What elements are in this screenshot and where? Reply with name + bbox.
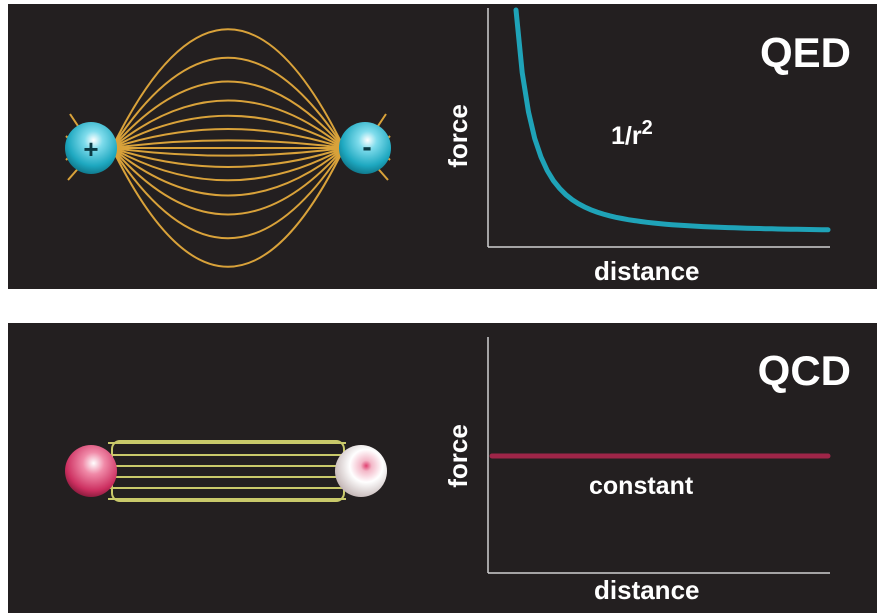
qed-negative-charge: - bbox=[339, 122, 391, 174]
qed-curve-label-exponent: 2 bbox=[642, 117, 653, 139]
qed-field-line bbox=[111, 114, 345, 149]
qed-field-line bbox=[111, 80, 345, 149]
qcd-panel: QCD distance force constant bbox=[8, 323, 877, 613]
qed-y-axis-label: force bbox=[443, 104, 473, 168]
qcd-axes bbox=[487, 337, 830, 574]
qed-field-line bbox=[111, 147, 345, 240]
qcd-flux-outline bbox=[111, 440, 345, 502]
qed-field-line bbox=[111, 139, 345, 149]
qed-curve-label-base: 1/r bbox=[611, 122, 642, 150]
qcd-left-quark bbox=[65, 445, 117, 497]
qed-field-line bbox=[111, 147, 345, 268]
qed-curve-label: 1/r2 bbox=[611, 117, 653, 150]
qed-title: QED bbox=[760, 29, 851, 76]
qed-field-line bbox=[111, 99, 345, 149]
qcd-title: QCD bbox=[758, 347, 851, 394]
qed-positive-charge: + bbox=[65, 122, 117, 174]
qed-field-line bbox=[111, 147, 345, 157]
qcd-panel-graphic: QCD distance force constant bbox=[65, 337, 851, 605]
qed-field-line bbox=[111, 56, 345, 149]
qed-x-axis-label: distance bbox=[594, 256, 700, 286]
qcd-curve-label: constant bbox=[589, 472, 694, 500]
qed-panel-graphic: + - QED distance force 1/r2 bbox=[65, 7, 851, 286]
qed-panel: + - QED distance force 1/r2 bbox=[8, 4, 877, 289]
qed-field-line bbox=[111, 147, 345, 197]
qed-field-line bbox=[111, 128, 345, 149]
negative-sign: - bbox=[362, 131, 371, 162]
qcd-flux-tube bbox=[108, 440, 346, 502]
qed-field-line bbox=[111, 28, 345, 149]
qed-field-line bbox=[111, 147, 345, 182]
qed-field-line bbox=[111, 147, 345, 216]
qcd-y-axis-label: force bbox=[443, 424, 473, 488]
qcd-x-axis-label: distance bbox=[594, 575, 700, 605]
positive-sign: + bbox=[83, 134, 98, 164]
qed-field-line bbox=[111, 147, 345, 168]
qed-force-curve bbox=[513, 7, 831, 233]
qcd-right-quark bbox=[335, 445, 387, 497]
qed-axes bbox=[487, 8, 830, 248]
